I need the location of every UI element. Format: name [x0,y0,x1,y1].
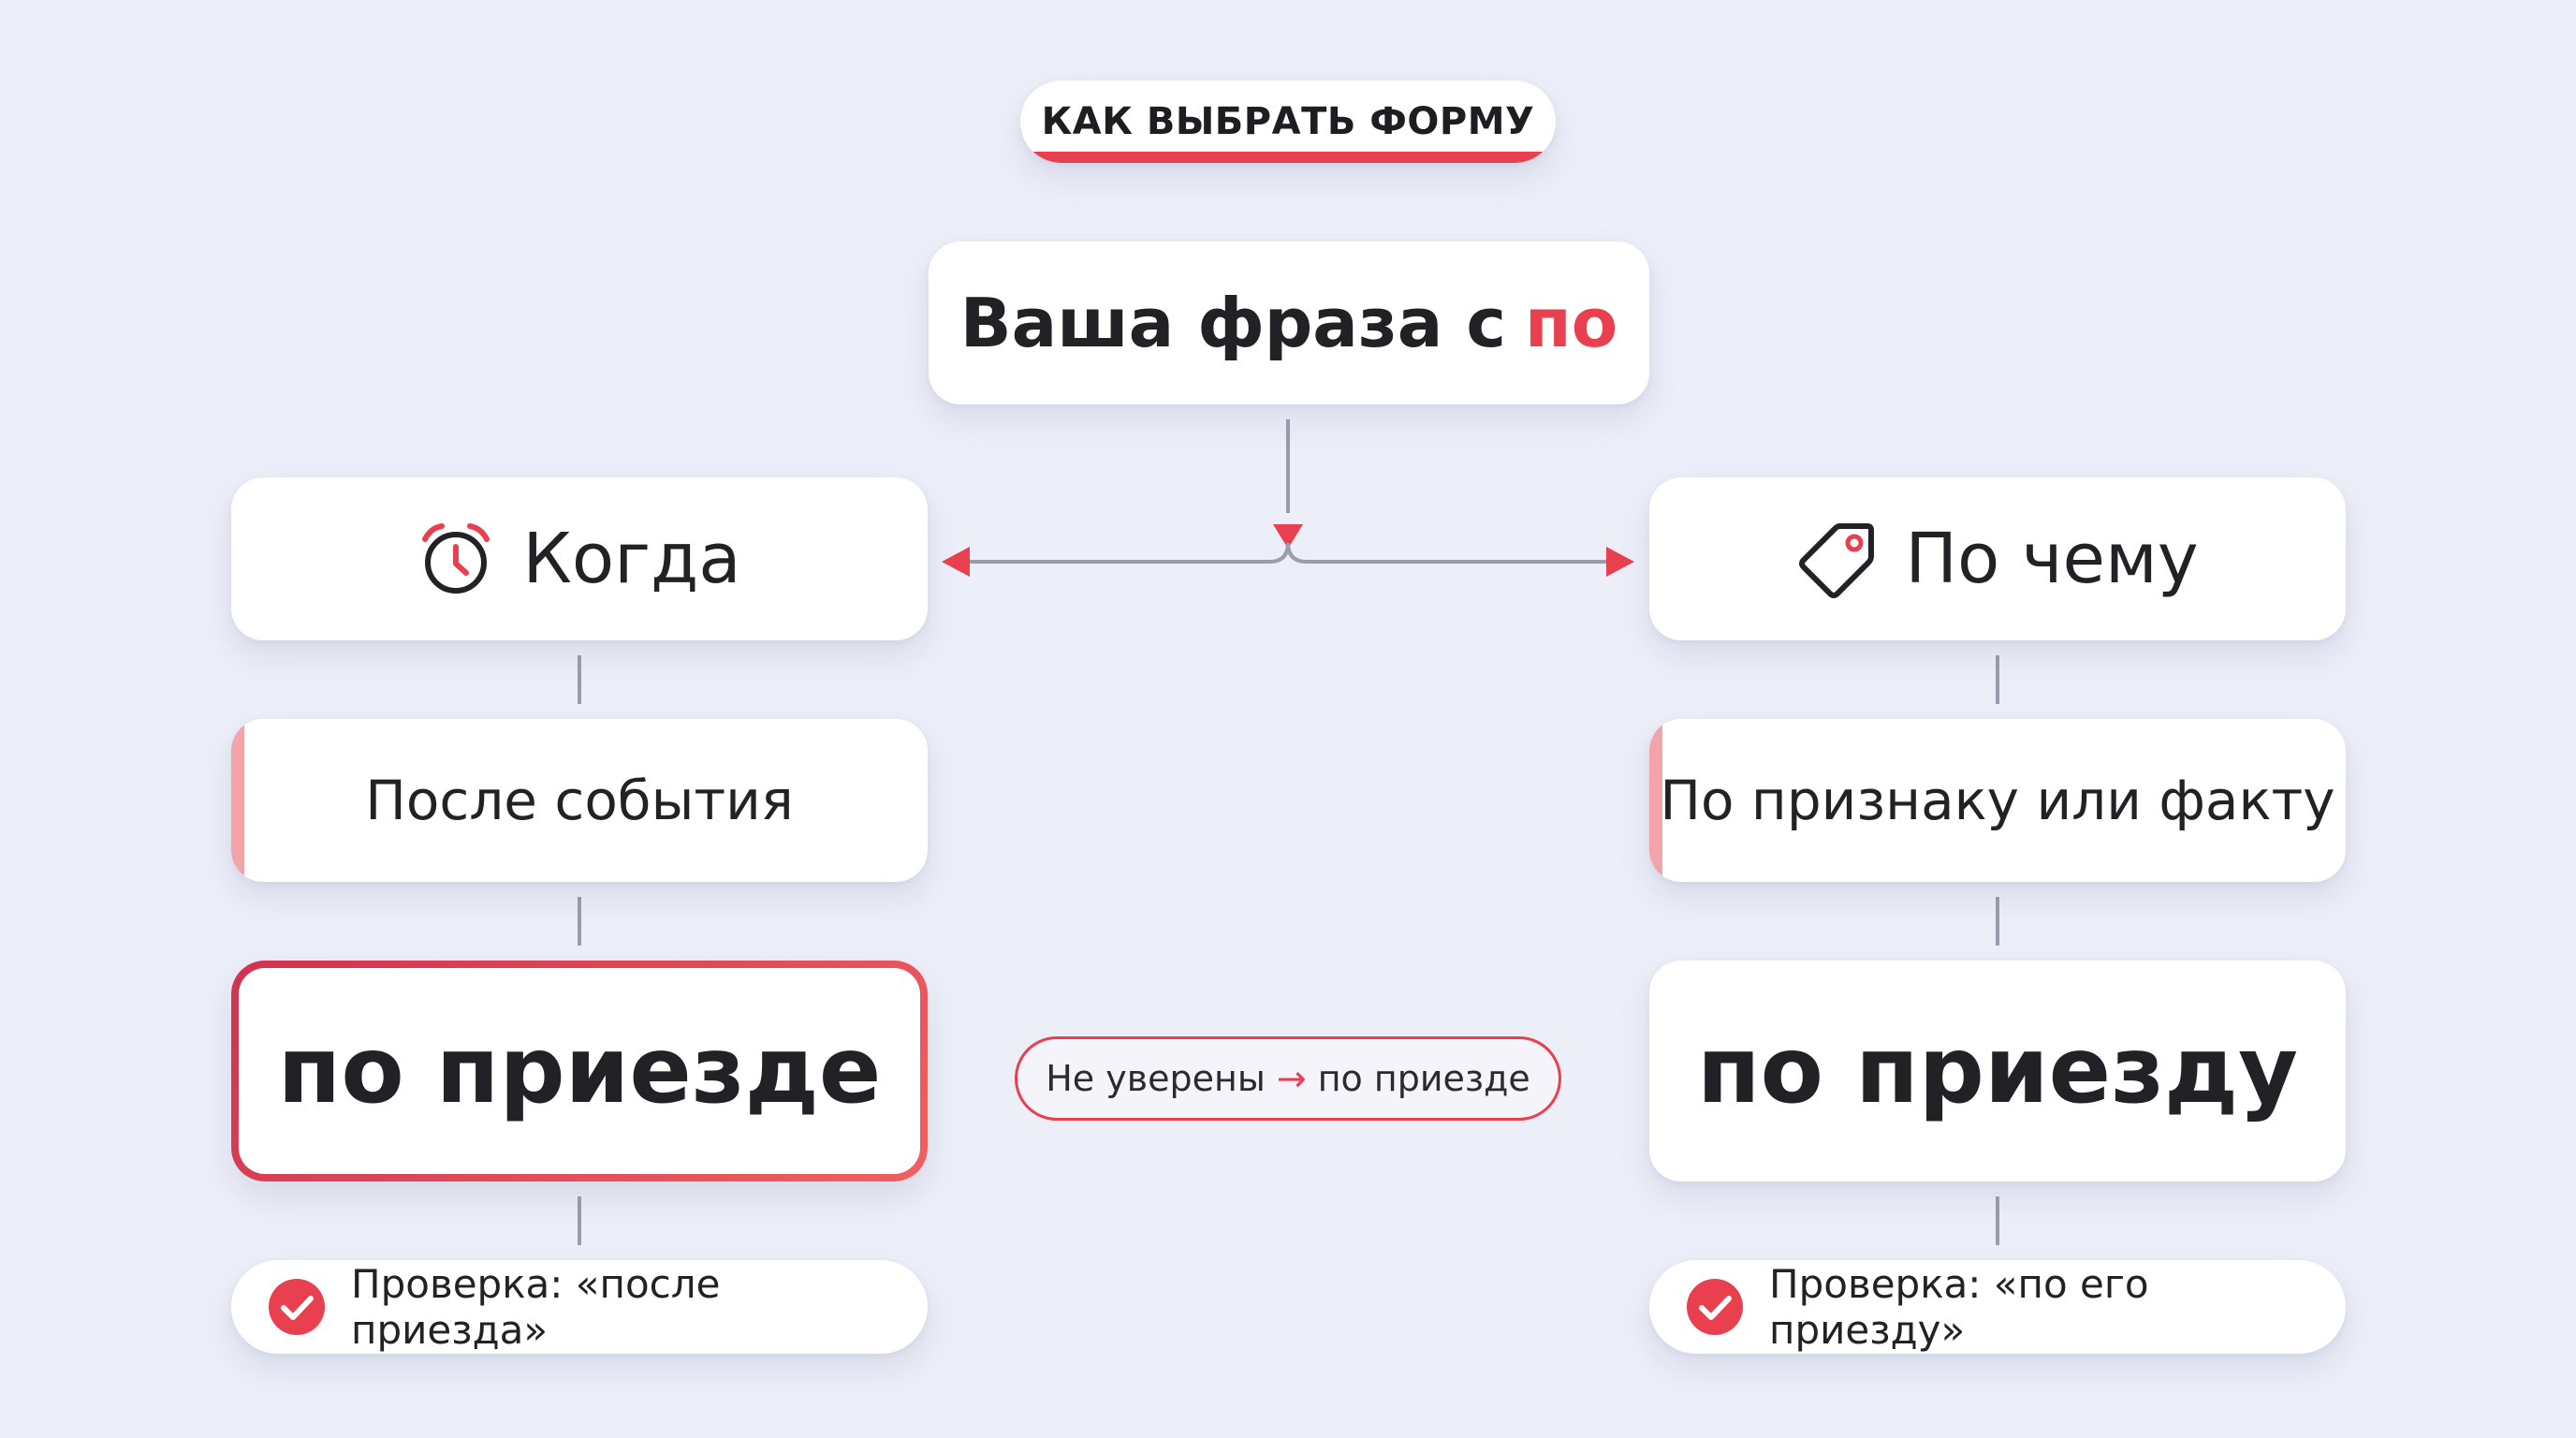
right-arrow-head [1606,547,1634,577]
description-left-text: После события [365,769,794,832]
alarm-clock-icon [417,521,494,597]
hint-arrow: → [1276,1058,1307,1099]
result-left-text: по приезде [277,1018,882,1124]
hint-answer: по приезде [1317,1058,1530,1099]
connector-to-right [1286,542,1606,564]
hint-prefix: Не уверены [1046,1058,1266,1099]
junction-arrow-head [1273,524,1303,549]
connector-to-left [970,542,1290,564]
hint-pill: Не уверены → по приезде [1015,1036,1561,1121]
phrase-accent: по [1525,284,1618,362]
result-left: по приезде [231,961,928,1181]
check-left: Проверка: «после приезда» [231,1260,928,1354]
diagram-title: КАК ВЫБРАТЬ ФОРМУ [1020,81,1556,163]
check-right-text: Проверка: «по его приезду» [1769,1261,2149,1353]
tag-icon [1796,519,1877,599]
phrase-card: Ваша фраза с по [929,242,1649,404]
checkmark-icon [269,1279,325,1335]
description-right-accent-bar [1649,719,1662,882]
branch-when: Когда [231,477,928,640]
phrase-text: Ваша фраза с [959,284,1507,362]
diagram-title-text: КАК ВЫБРАТЬ ФОРМУ [1041,100,1535,143]
branch-when-label: Когда [522,519,741,599]
checkmark-icon [1687,1279,1743,1335]
description-right-text: По признаку или факту [1660,769,2335,832]
branch-by-what: По чему [1649,477,2346,640]
result-right-text: по приезду [1696,1018,2299,1124]
result-right: по приезду [1649,961,2346,1181]
left-arrow-head [942,547,970,577]
check-left-text: Проверка: «после приезда» [351,1261,721,1353]
branch-by-what-label: По чему [1905,519,2199,599]
description-left-accent-bar [231,719,244,882]
description-left: После события [231,719,928,882]
check-right: Проверка: «по его приезду» [1649,1260,2346,1354]
title-underline [1026,152,1550,163]
description-right: По признаку или факту [1649,719,2346,882]
